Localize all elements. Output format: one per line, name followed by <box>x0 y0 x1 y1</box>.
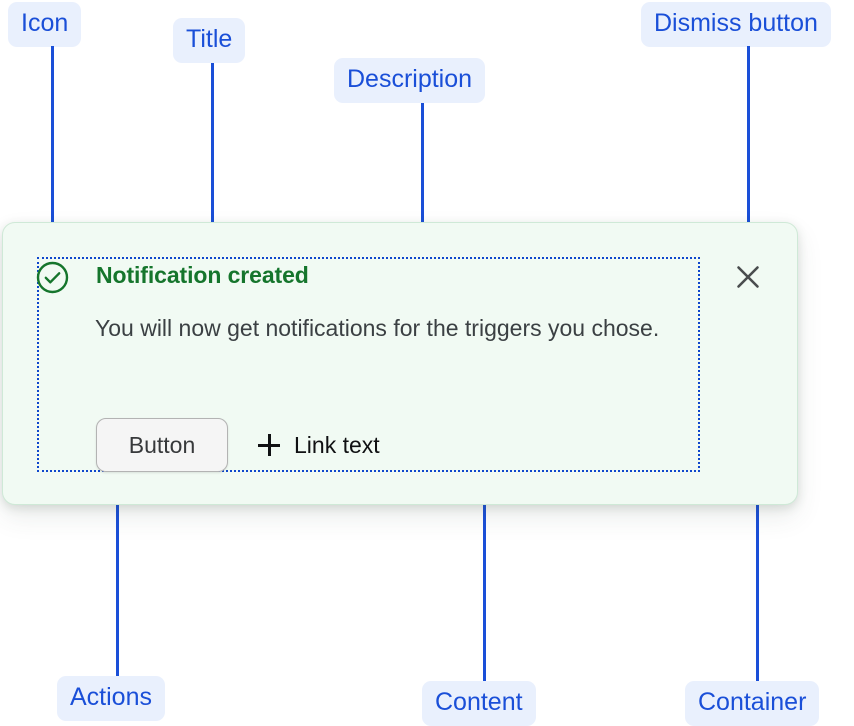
annotation-label-container-text: Container <box>698 688 807 716</box>
leader-line-dismiss <box>747 46 750 246</box>
annotation-label-container: Container <box>685 681 820 726</box>
notification-description: You will now get notifications for the t… <box>95 315 660 341</box>
annotation-label-actions-text: Actions <box>70 683 152 711</box>
leader-line-icon <box>51 46 54 246</box>
notification-title: Notification created <box>96 262 309 288</box>
leader-line-content <box>483 471 486 681</box>
leader-line-title <box>211 63 214 257</box>
annotation-label-icon: Icon <box>8 2 82 47</box>
leader-line-actions <box>116 471 119 676</box>
close-icon <box>733 266 763 295</box>
notification-content-region <box>37 257 700 472</box>
annotation-label-content-text: Content <box>435 688 523 716</box>
annotation-label-dismiss-button: Dismiss button <box>641 2 831 47</box>
annotation-label-dismiss-button-text: Dismiss button <box>654 9 818 37</box>
annotation-label-actions: Actions <box>57 676 165 721</box>
leader-line-description <box>421 103 424 303</box>
annotation-label-content: Content <box>422 681 536 726</box>
dismiss-button[interactable] <box>733 262 763 292</box>
action-link[interactable]: Link text <box>258 432 380 459</box>
notification-actions: Button Link text <box>96 418 380 472</box>
leader-line-container <box>756 471 759 681</box>
check-circle-icon <box>36 261 69 294</box>
annotation-label-description-text: Description <box>347 65 473 93</box>
plus-icon <box>258 434 280 456</box>
annotation-label-description: Description <box>334 58 486 103</box>
annotation-label-title: Title <box>173 18 246 63</box>
annotation-label-icon-text: Icon <box>21 9 69 37</box>
annotation-label-title-text: Title <box>186 25 233 53</box>
action-button[interactable]: Button <box>96 418 228 472</box>
action-link-label: Link text <box>294 431 380 458</box>
